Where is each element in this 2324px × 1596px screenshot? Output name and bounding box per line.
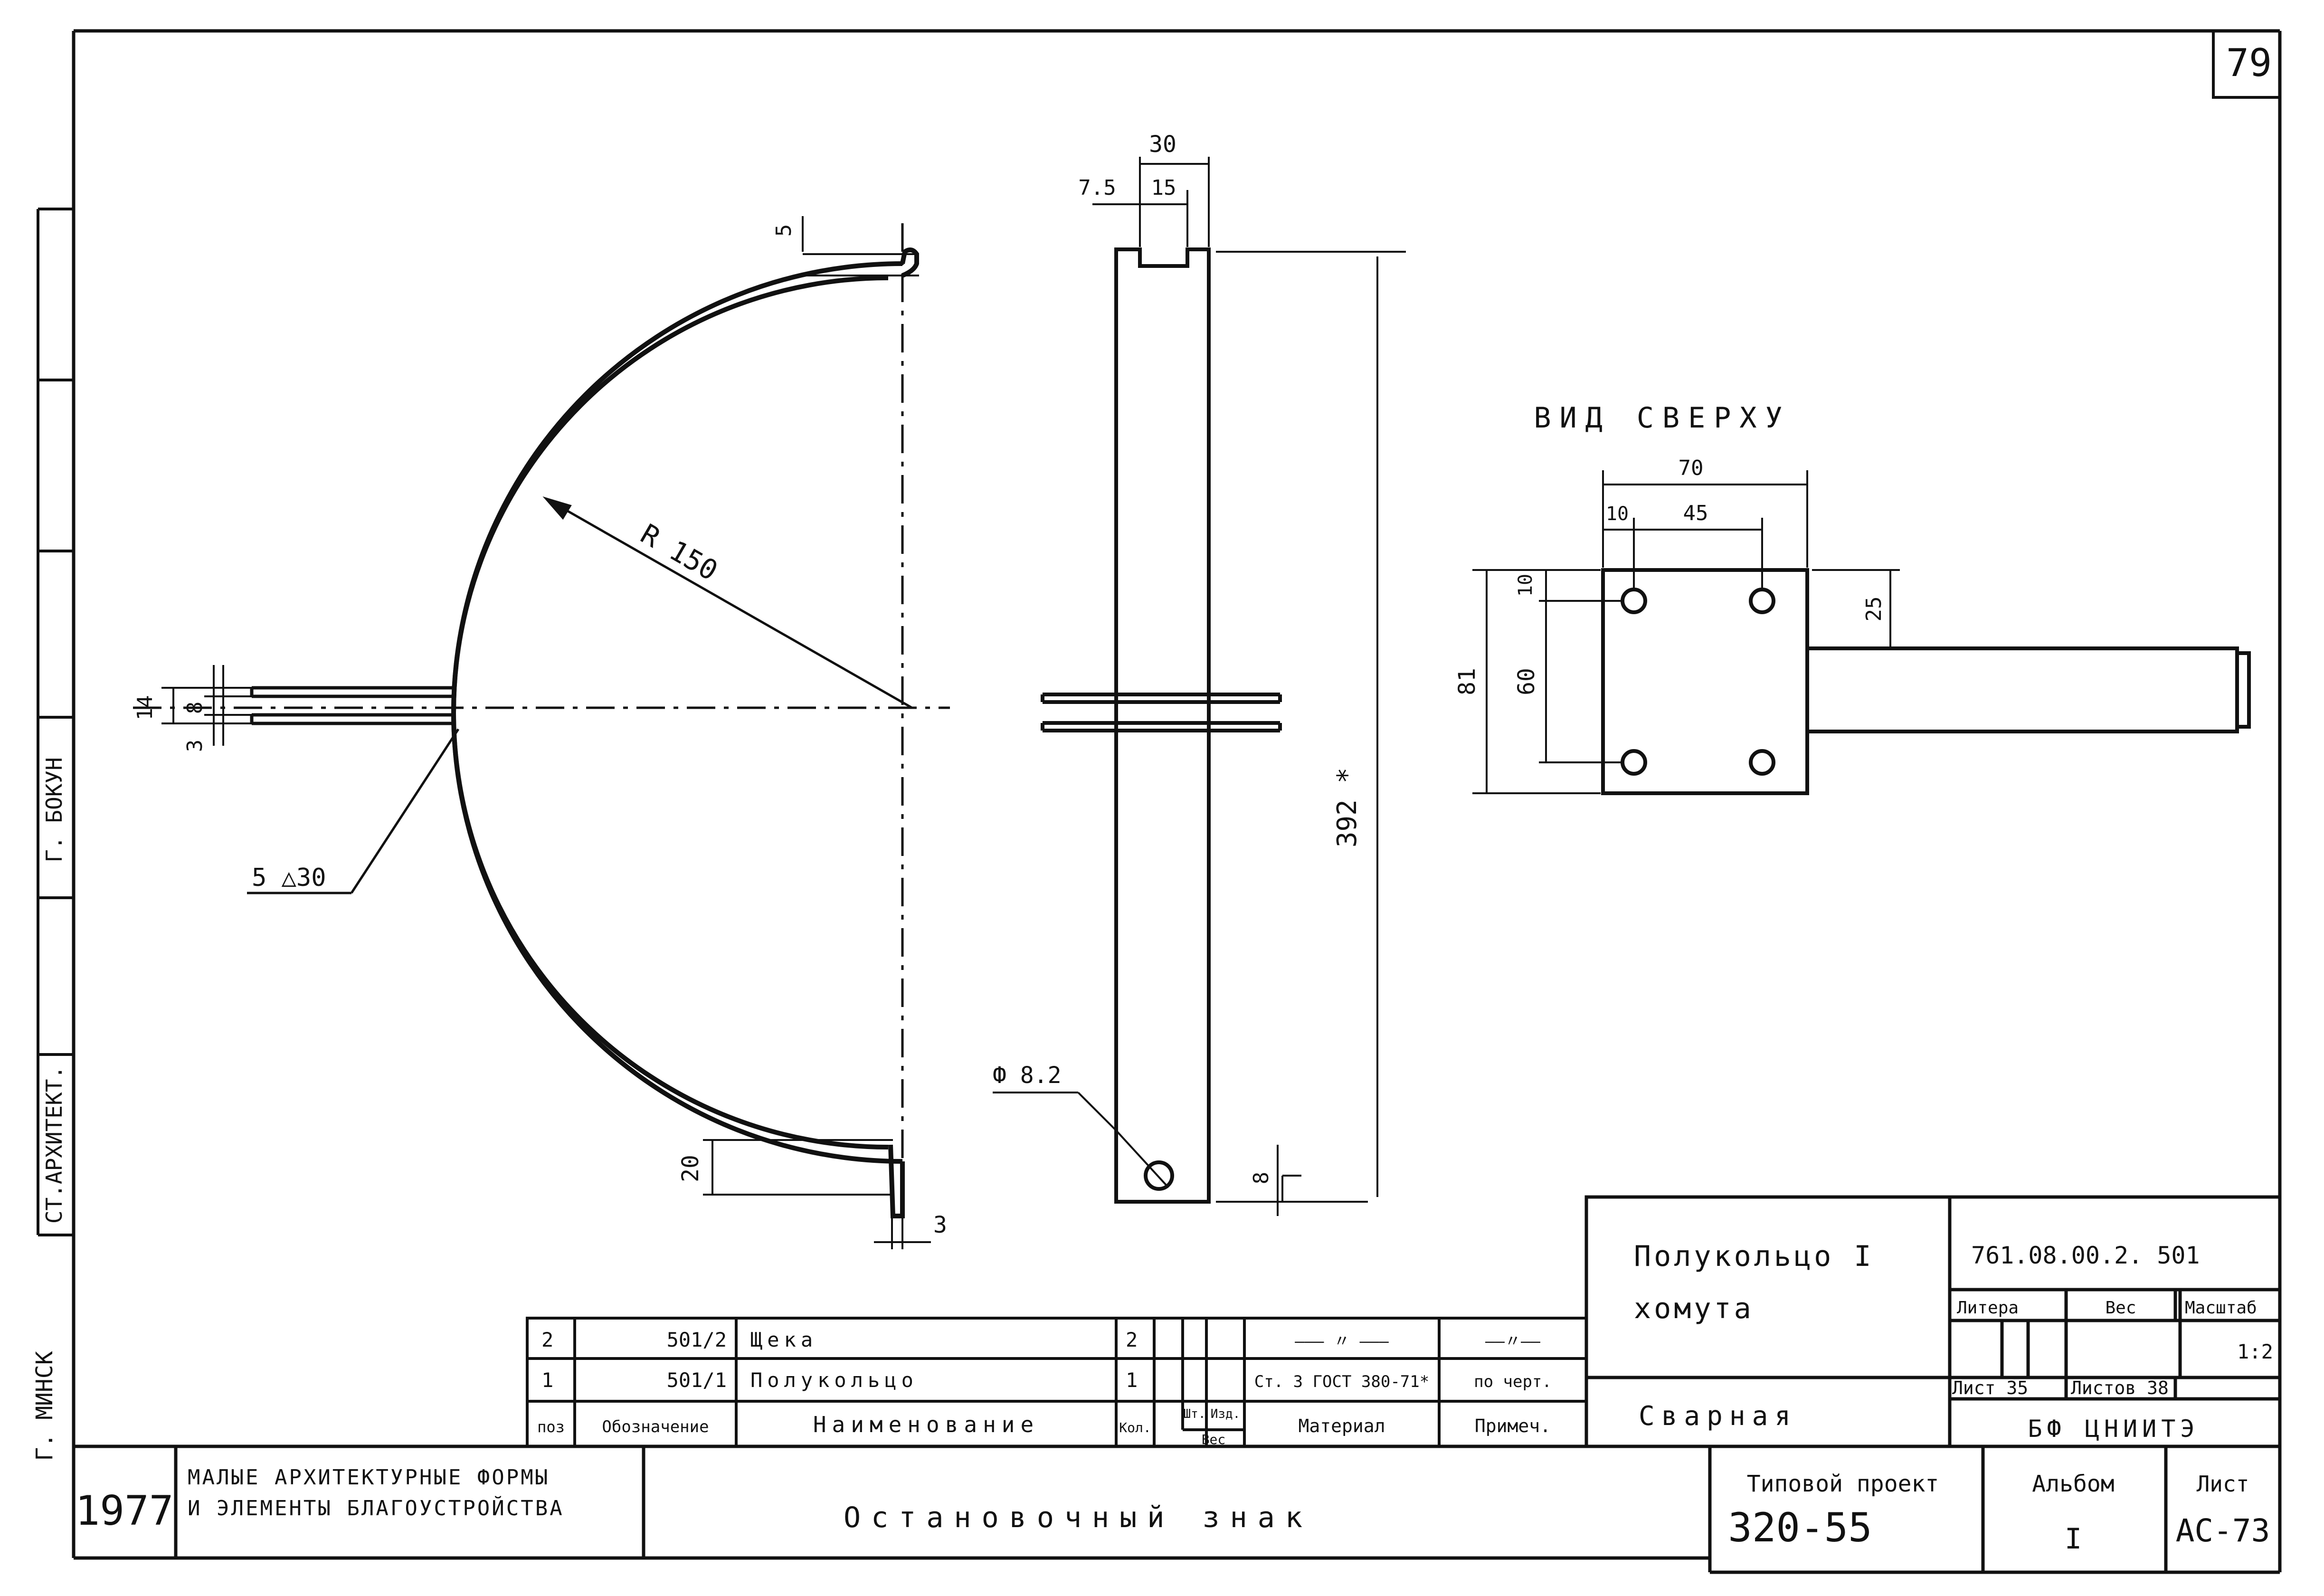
scale-label: Масштаб	[2185, 1298, 2257, 1318]
row-qty: 1	[1126, 1368, 1138, 1392]
dim-5: 5	[772, 224, 796, 237]
sheets-total: Листов 38	[2071, 1378, 2169, 1398]
part-code: 761.08.00.2. 501	[1971, 1242, 2200, 1269]
col-qty: Кол.	[1119, 1420, 1151, 1435]
part-name-line1: Полукольцо I	[1634, 1240, 1874, 1273]
semi-ring-view: R 150 5 △30 5 20 3	[133, 216, 950, 1249]
radius-dimension: R 150	[635, 518, 723, 587]
dim-81: 81	[1454, 668, 1480, 695]
row-qty: 2	[1126, 1328, 1138, 1351]
city-stamp: Г. МИНСК	[31, 1351, 58, 1461]
row-material: ——— 〃 ———	[1295, 1332, 1389, 1351]
weld-label: 5 △30	[252, 864, 326, 892]
album-number: I	[2065, 1522, 2082, 1556]
cheek-plate-view: 30 7.5 15 392 * Ф 8.2 8	[993, 131, 1406, 1216]
dim-14: 14	[133, 695, 157, 721]
dim-20: 20	[677, 1155, 704, 1182]
dim-60: 60	[1513, 668, 1540, 695]
dim-3-bottom: 3	[933, 1212, 947, 1238]
col-designation: Обозначение	[602, 1417, 709, 1436]
dim-8-bottom: 8	[1249, 1172, 1273, 1185]
col-pos: поз	[537, 1418, 565, 1436]
drawing-title: Остановочный знак	[844, 1501, 1313, 1534]
organization: БФ ЦНИИТЭ	[2028, 1415, 2200, 1443]
dim-8-left: 8	[183, 702, 207, 714]
year: 1977	[75, 1487, 173, 1535]
album-label: Альбом	[2032, 1471, 2114, 1497]
project-number: 320-55	[1728, 1504, 1872, 1551]
dim-70: 70	[1679, 456, 1704, 480]
page-number-box: 79	[2212, 31, 2280, 99]
row-designation: 501/2	[667, 1328, 727, 1351]
weight-label: Вес	[2105, 1298, 2136, 1318]
left-margin-stamps: Г. БОКУН СТ.АРХИТЕКТ. Г. МИНСК	[31, 208, 74, 1461]
scale-value: 1:2	[2237, 1340, 2273, 1363]
dim-392: 392 *	[1332, 768, 1363, 848]
series-title-line2: И ЭЛЕМЕНТЫ БЛАГОУСТРОЙСТВА	[188, 1495, 564, 1520]
part-name-line2: хомута	[1634, 1292, 1754, 1325]
dim-10-left: 10	[1515, 574, 1537, 597]
position-stamp: СТ.АРХИТЕКТ.	[41, 1066, 67, 1224]
col-name: Наименование	[813, 1412, 1039, 1437]
top-view-title: ВИД СВЕРХУ	[1534, 401, 1791, 435]
part-title-block: Полукольцо I хомута 761.08.00.2. 501 Сва…	[1584, 1195, 2282, 1448]
top-view: ВИД СВЕРХУ 70 10 45	[1454, 401, 2251, 795]
spec-row: 1 501/1 Полукольцо 1 Ст. 3 ГОСТ 380-71* …	[541, 1368, 1552, 1392]
col-pcs: Шт.	[1184, 1407, 1206, 1421]
dim-7-5: 7.5	[1078, 176, 1116, 200]
row-note: ——〃——	[1485, 1332, 1540, 1351]
col-note: Примеч.	[1475, 1416, 1551, 1436]
dim-30: 30	[1149, 131, 1176, 158]
row-name: Полукольцо	[750, 1368, 918, 1392]
title-strip: 1977 МАЛЫЕ АРХИТЕКТУРНЫЕ ФОРМЫ И ЭЛЕМЕНТ…	[74, 1446, 2282, 1574]
page-number: 79	[2226, 41, 2272, 85]
row-pos: 1	[541, 1368, 553, 1392]
sheet-code: АС-73	[2176, 1512, 2270, 1549]
col-weight: Вес	[1202, 1432, 1226, 1447]
dim-25: 25	[1862, 597, 1886, 622]
dim-45: 45	[1683, 501, 1708, 525]
col-item: Изд.	[1211, 1407, 1241, 1421]
dim-15: 15	[1151, 176, 1176, 200]
litera-label: Литера	[1957, 1298, 2019, 1318]
col-material: Материал	[1298, 1416, 1385, 1436]
spec-header-row: поз Обозначение Наименование Кол. Шт. Из…	[537, 1407, 1551, 1447]
row-material: Ст. 3 ГОСТ 380-71*	[1254, 1372, 1429, 1391]
sheet-number: Лист 35	[1952, 1378, 2028, 1398]
row-note: по черт.	[1474, 1372, 1552, 1391]
row-pos: 2	[541, 1328, 553, 1351]
hole-diameter: Ф 8.2	[993, 1062, 1062, 1089]
row-designation: 501/1	[667, 1368, 727, 1392]
remark-label: Сварная	[1639, 1401, 1797, 1432]
sheet-label: Лист	[2197, 1471, 2249, 1497]
series-title-line1: МАЛЫЕ АРХИТЕКТУРНЫЕ ФОРМЫ	[188, 1465, 550, 1490]
spec-row: 2 501/2 Щека 2 ——— 〃 ——— ——〃——	[541, 1328, 1540, 1351]
dim-10-top: 10	[1606, 503, 1629, 525]
author-stamp: Г. БОКУН	[41, 757, 67, 863]
specification-table: поз Обозначение Наименование Кол. Шт. Из…	[526, 1317, 1588, 1448]
row-name: Щека	[750, 1328, 817, 1351]
project-label: Типовой проект	[1747, 1471, 1939, 1497]
dim-3-left: 3	[183, 740, 207, 752]
